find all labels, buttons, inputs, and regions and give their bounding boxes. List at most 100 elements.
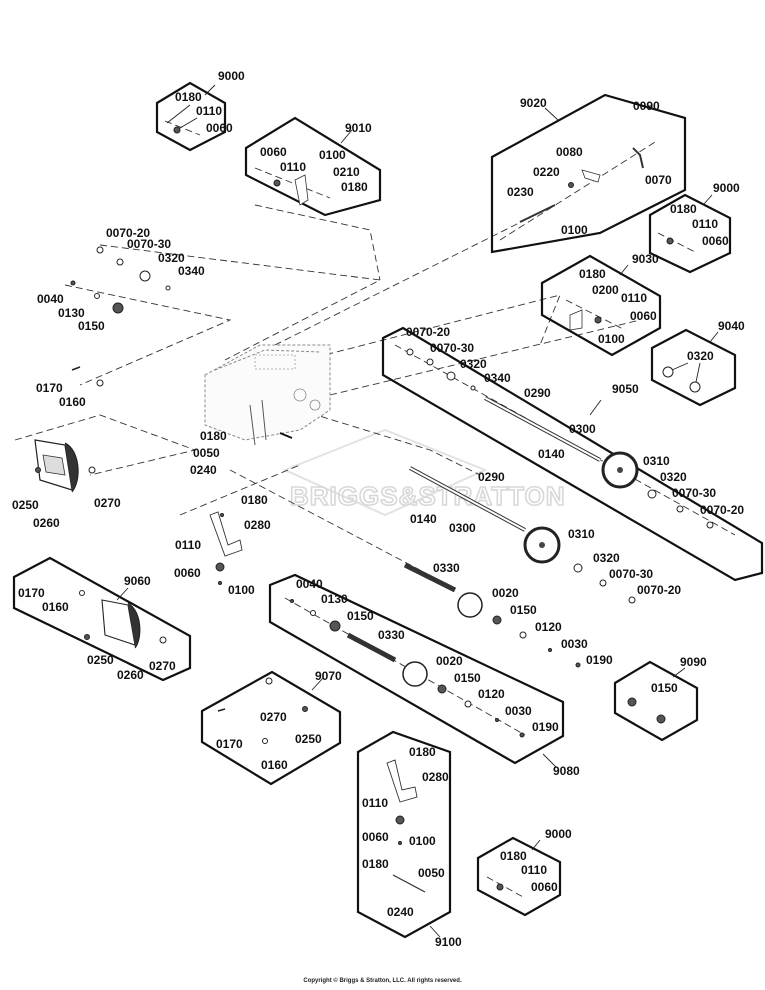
part-label[interactable]: 0280 xyxy=(422,770,449,784)
part-label[interactable]: 0100 xyxy=(409,834,436,848)
part-label[interactable]: 0110 xyxy=(621,291,647,305)
part-label[interactable]: 0120 xyxy=(535,620,562,634)
part-label[interactable]: 0130 xyxy=(58,306,85,320)
part-label[interactable]: 0050 xyxy=(418,866,445,880)
part-label[interactable]: 0020 xyxy=(436,654,463,668)
part-label[interactable]: 0320 xyxy=(687,349,714,363)
part-label[interactable]: 0160 xyxy=(42,600,69,614)
part-label[interactable]: 0120 xyxy=(478,687,505,701)
kit-9080[interactable]: 9080 0040 0130 0150 0330 0020 0150 0120 … xyxy=(268,573,580,778)
part-label[interactable]: 0070-30 xyxy=(672,486,716,500)
part-label[interactable]: 0290 xyxy=(524,386,551,400)
part-label[interactable]: 0180 xyxy=(670,202,697,216)
part-label[interactable]: 0300 xyxy=(449,521,476,535)
part-label[interactable]: 0110 xyxy=(175,538,201,552)
part-label[interactable]: 0330 xyxy=(378,628,405,642)
part-label[interactable]: 0090 xyxy=(633,99,660,113)
part-label[interactable]: 0240 xyxy=(387,905,414,919)
part-label[interactable]: 0330 xyxy=(433,561,460,575)
part-label[interactable]: 0050 xyxy=(193,446,220,460)
part-label[interactable]: 0070-20 xyxy=(106,226,150,240)
part-label[interactable]: 0250 xyxy=(12,498,39,512)
part-label[interactable]: 0320 xyxy=(593,551,620,565)
part-label[interactable]: 0060 xyxy=(174,566,201,580)
part-label[interactable]: 0230 xyxy=(507,185,534,199)
part-label[interactable]: 0180 xyxy=(200,429,227,443)
part-label[interactable]: 0040 xyxy=(37,292,64,306)
kit-9020[interactable]: 9020 0090 0080 0220 0070 0230 0100 xyxy=(490,93,687,254)
part-label[interactable]: 0310 xyxy=(568,527,595,541)
part-label[interactable]: 0180 xyxy=(409,745,436,759)
part-label[interactable]: 0250 xyxy=(295,732,322,746)
part-label[interactable]: 0100 xyxy=(598,332,625,346)
part-label[interactable]: 0080 xyxy=(556,145,583,159)
part-label[interactable]: 0260 xyxy=(117,668,144,682)
part-label[interactable]: 0270 xyxy=(149,659,176,673)
part-label[interactable]: 0210 xyxy=(333,165,360,179)
part-label[interactable]: 0070-20 xyxy=(637,583,681,597)
part-label[interactable]: 0150 xyxy=(454,671,481,685)
part-label[interactable]: 0070-20 xyxy=(406,325,450,339)
part-label[interactable]: 0320 xyxy=(158,251,185,265)
part-label[interactable]: 0180 xyxy=(500,849,527,863)
kit-9090[interactable]: 9090 0150 xyxy=(613,655,707,742)
kit-9040[interactable]: 9040 0320 xyxy=(650,319,745,407)
part-label[interactable]: 0070-30 xyxy=(127,237,171,251)
part-label[interactable]: 0320 xyxy=(660,470,687,484)
part-label[interactable]: 0100 xyxy=(561,223,588,237)
part-label[interactable]: 0150 xyxy=(347,609,374,623)
part-label[interactable]: 0160 xyxy=(59,395,86,409)
part-label[interactable]: 0190 xyxy=(586,653,613,667)
part-label[interactable]: 0340 xyxy=(484,371,511,385)
part-label[interactable]: 0270 xyxy=(94,496,121,510)
part-label[interactable]: 0340 xyxy=(178,264,205,278)
part-label[interactable]: 0060 xyxy=(702,234,729,248)
kit-9060[interactable]: 9060 0170 0160 0250 0260 0270 xyxy=(12,556,192,682)
part-label[interactable]: 0260 xyxy=(33,516,60,530)
part-label[interactable]: 0180 xyxy=(362,857,389,871)
part-label[interactable]: 0170 xyxy=(18,586,45,600)
part-label[interactable]: 0190 xyxy=(532,720,559,734)
part-label[interactable]: 0100 xyxy=(319,148,346,162)
part-label[interactable]: 0030 xyxy=(561,637,588,651)
kit-9010[interactable]: 9010 0060 0110 0100 0210 0180 xyxy=(244,116,382,217)
part-label[interactable]: 0110 xyxy=(692,217,718,231)
part-label[interactable]: 0110 xyxy=(521,863,547,877)
kit-9000-bottom[interactable]: 9000 0180 0110 0060 xyxy=(476,827,572,917)
part-label[interactable]: 0030 xyxy=(505,704,532,718)
kit-9050[interactable]: 9050 0070-20 0070-30 0320 0340 0290 0300… xyxy=(381,325,764,582)
part-label[interactable]: 0110 xyxy=(196,104,222,118)
part-label[interactable]: 0070-30 xyxy=(609,567,653,581)
kit-9000-right[interactable]: 9000 0180 0110 0060 xyxy=(648,181,740,274)
part-label[interactable]: 0060 xyxy=(531,880,558,894)
part-label[interactable]: 0070-20 xyxy=(700,503,744,517)
part-label[interactable]: 0310 xyxy=(643,454,670,468)
part-label[interactable]: 0150 xyxy=(510,603,537,617)
part-label[interactable]: 0220 xyxy=(533,165,560,179)
part-label[interactable]: 0240 xyxy=(190,463,217,477)
part-label[interactable]: 0070-30 xyxy=(430,341,474,355)
part-label[interactable]: 0040 xyxy=(296,577,323,591)
part-label[interactable]: 0290 xyxy=(478,470,505,484)
part-label[interactable]: 0170 xyxy=(36,381,63,395)
kit-9070[interactable]: 9070 0270 0170 0250 0160 xyxy=(200,669,342,786)
part-label[interactable]: 0140 xyxy=(410,512,437,526)
part-label[interactable]: 0180 xyxy=(241,493,268,507)
part-label[interactable]: 0110 xyxy=(280,160,306,174)
part-label[interactable]: 0060 xyxy=(206,121,233,135)
part-label[interactable]: 0130 xyxy=(321,592,348,606)
kit-9100[interactable]: 9100 0180 0280 0110 0060 0100 0180 0050 … xyxy=(356,730,462,949)
part-label[interactable]: 0280 xyxy=(244,518,271,532)
part-label[interactable]: 0270 xyxy=(260,710,287,724)
part-label[interactable]: 0140 xyxy=(538,447,565,461)
part-label[interactable]: 0150 xyxy=(78,319,105,333)
part-label[interactable]: 0250 xyxy=(87,653,114,667)
part-label[interactable]: 0060 xyxy=(260,145,287,159)
part-label[interactable]: 0100 xyxy=(228,583,255,597)
part-label[interactable]: 0110 xyxy=(362,796,388,810)
part-label[interactable]: 0020 xyxy=(492,586,519,600)
part-label[interactable]: 0160 xyxy=(261,758,288,772)
part-label[interactable]: 0300 xyxy=(569,422,596,436)
part-label[interactable]: 0170 xyxy=(216,737,243,751)
part-label[interactable]: 0060 xyxy=(630,309,657,323)
